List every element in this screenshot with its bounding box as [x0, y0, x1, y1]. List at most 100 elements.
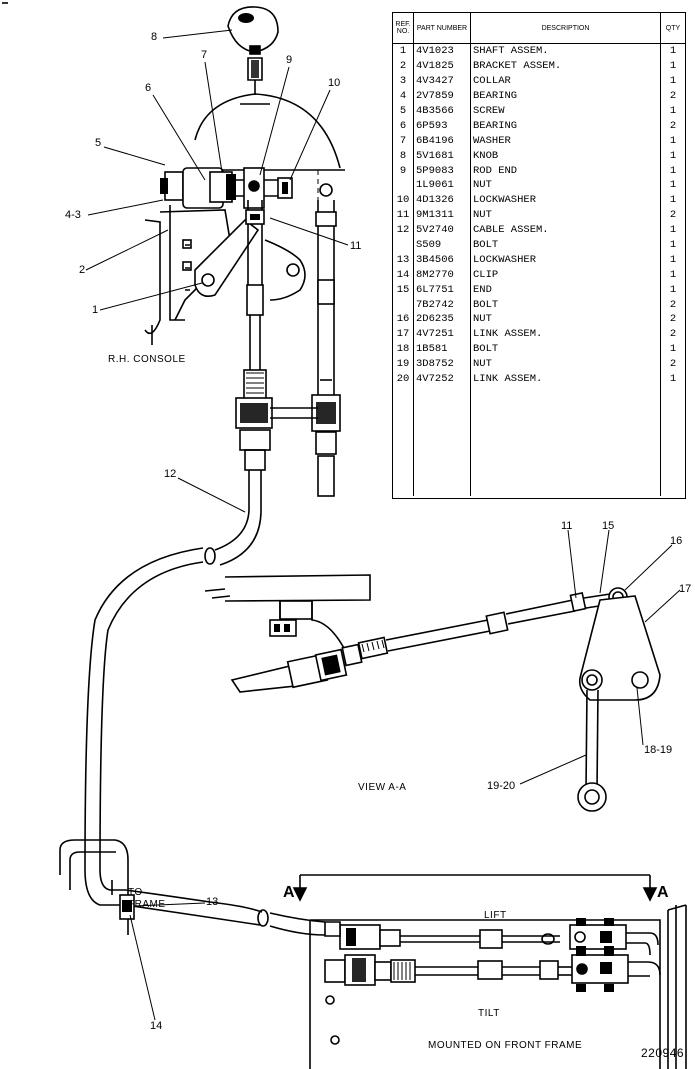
- control-lever-assembly: [144, 6, 345, 497]
- cell-qty: 2: [669, 209, 677, 222]
- cell-qty: 1: [669, 45, 677, 58]
- callout-17: 17: [679, 583, 692, 595]
- cell-ref: 8: [393, 148, 414, 164]
- cell-description: LOCKWASHER: [470, 192, 661, 208]
- cell-description: NUT: [470, 312, 661, 327]
- header-ref-no: REF. NO.: [393, 13, 414, 44]
- cell-qty: 1: [669, 343, 677, 356]
- cell-qty: 2: [669, 328, 677, 341]
- callout-1: 1: [92, 304, 99, 316]
- cell-qty: 1: [669, 268, 677, 281]
- cell-ref: 9: [393, 163, 414, 179]
- cell-ref: 6: [393, 118, 414, 134]
- callout-7: 7: [201, 49, 208, 61]
- empty-cell: [393, 386, 414, 497]
- cell-ref: 19: [393, 356, 414, 372]
- cell-description: BOLT: [470, 341, 661, 357]
- cell-qty: 1: [669, 283, 677, 296]
- cell-qty: 1: [669, 75, 677, 88]
- cell-description: LINK ASSEM.: [470, 371, 661, 387]
- cell-part-number: 4V7251: [413, 326, 471, 342]
- cell-part-number: 1L9061: [413, 178, 471, 193]
- to-frame-caption: TO FRAME: [128, 887, 166, 910]
- cell-description: NUT: [470, 178, 661, 193]
- cell-part-number: 5V2740: [413, 222, 471, 238]
- cell-qty: 1: [669, 134, 677, 147]
- cell-part-number: 1B581: [413, 341, 471, 357]
- cable-assembly: [84, 470, 326, 936]
- cell-qty: 1: [669, 224, 677, 237]
- cell-description: BOLT: [470, 297, 661, 313]
- cell-part-number: 4V7252: [413, 371, 471, 387]
- cell-description: SHAFT ASSEM.: [470, 43, 661, 59]
- cell-ref: 14: [393, 267, 414, 283]
- drawing-number: 220946: [641, 1046, 685, 1060]
- cell-part-number: 4D1326: [413, 192, 471, 208]
- cell-ref: 5: [393, 103, 414, 119]
- cell-description: LINK ASSEM.: [470, 326, 661, 342]
- empty-cell: [470, 386, 661, 497]
- header-qty: QTY: [660, 13, 685, 44]
- cell-ref: 2: [393, 58, 414, 74]
- cell-description: BEARING: [470, 88, 661, 104]
- cell-part-number: 9M1311: [413, 207, 471, 223]
- console-caption: R.H. CONSOLE: [108, 354, 186, 365]
- callout-19-20: 19-20: [487, 780, 516, 792]
- cell-ref: 11: [393, 207, 414, 223]
- cell-part-number: 4V1023: [413, 43, 471, 59]
- cell-qty: 1: [669, 149, 677, 162]
- cell-part-number: 6L7751: [413, 282, 471, 298]
- cell-part-number: 8M2770: [413, 267, 471, 283]
- cell-part-number: 4V3427: [413, 73, 471, 89]
- cell-description: COLLAR: [470, 73, 661, 89]
- cell-part-number: 7B2742: [413, 297, 471, 313]
- cell-qty: 1: [669, 105, 677, 117]
- callout-8: 8: [151, 31, 158, 43]
- front-frame-mount: [292, 874, 687, 1069]
- parts-table-filler: [393, 386, 685, 497]
- lift-caption: LIFT: [484, 910, 507, 921]
- cell-qty: 2: [669, 298, 677, 311]
- cell-ref: [393, 178, 414, 193]
- view-caption: VIEW A-A: [358, 782, 407, 793]
- cell-qty: 2: [669, 358, 677, 371]
- callout-14: 14: [150, 1020, 163, 1032]
- callout-15: 15: [602, 520, 615, 532]
- cell-description: END: [470, 282, 661, 298]
- cell-part-number: 3B4506: [413, 252, 471, 268]
- cell-qty: 1: [669, 60, 677, 73]
- cell-qty: 1: [669, 164, 677, 177]
- callout-2: 2: [79, 264, 86, 276]
- cell-part-number: 3D8752: [413, 356, 471, 372]
- cell-qty: 1: [669, 239, 677, 252]
- cell-part-number: 2D6235: [413, 312, 471, 327]
- cell-part-number: 2V7859: [413, 88, 471, 104]
- cell-ref: [393, 237, 414, 253]
- callout-11-view: 11: [561, 520, 573, 532]
- header-part-number: PART NUMBER: [413, 13, 471, 44]
- cell-ref: 4: [393, 88, 414, 104]
- view-a-a: [204, 574, 661, 812]
- cell-ref: 17: [393, 326, 414, 342]
- cell-ref: [393, 297, 414, 313]
- callout-18-19: 18-19: [644, 744, 673, 756]
- cell-ref: 10: [393, 192, 414, 208]
- cell-qty: 1: [669, 253, 677, 266]
